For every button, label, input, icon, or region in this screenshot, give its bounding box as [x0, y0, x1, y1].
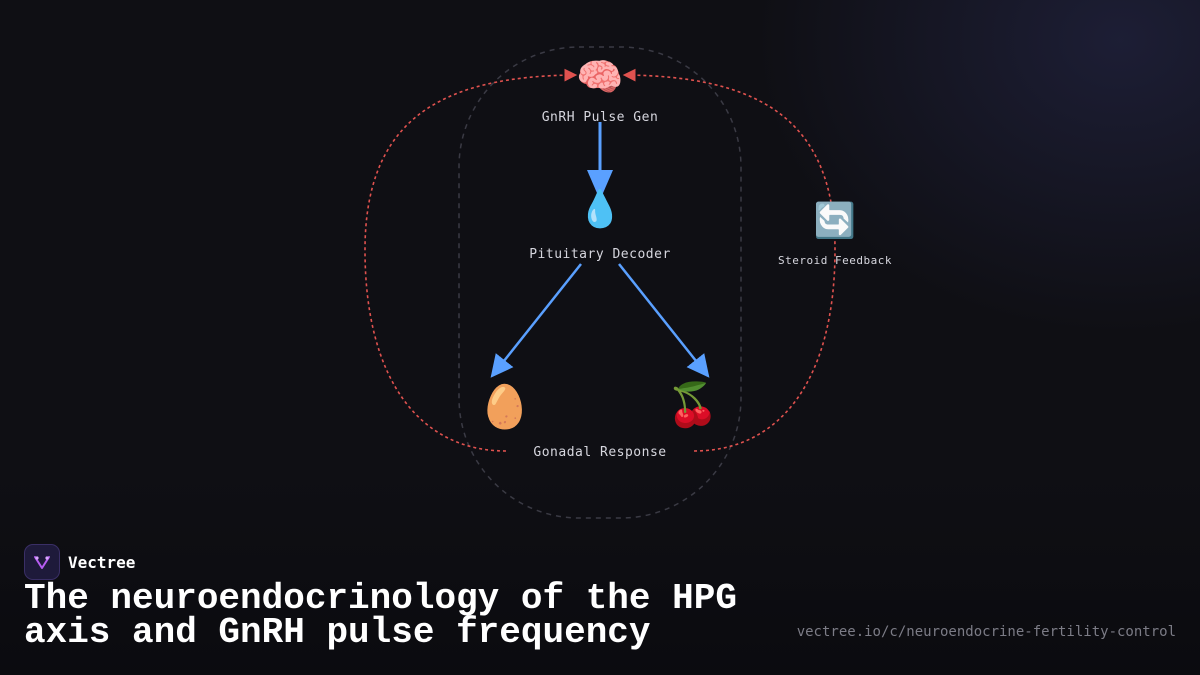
vectree-logo-icon [24, 544, 60, 580]
brand-name: Vectree [68, 552, 136, 572]
cherries-icon: 🍒 [666, 380, 720, 429]
refresh-icon: 🔄 [813, 201, 857, 241]
brand: Vectree [24, 544, 135, 580]
pituitary-to-ovary-arrow [490, 263, 582, 378]
page-title: The neuroendocrinology of the HPG axis a… [24, 578, 737, 653]
egg-icon: 🥚 [478, 382, 532, 431]
feedback-loop-left [364, 68, 578, 452]
gnrh-arrowhead [587, 170, 613, 200]
feedback-loop-right [622, 68, 836, 452]
feedback-node-label: Steroid Feedback [778, 254, 892, 267]
pituitary-node-label: Pituitary Decoder [529, 247, 671, 262]
pituitary-to-testes-arrow [618, 263, 710, 378]
axis-outline [458, 46, 742, 519]
droplet-icon: 💧 [577, 189, 623, 230]
gnrh-node-label: GnRH Pulse Gen [541, 110, 659, 125]
source-url[interactable]: vectree.io/c/neuroendocrine-fertility-co… [796, 624, 1176, 640]
brain-icon: 🧠 [576, 55, 624, 99]
gonadal-node-label: Gonadal Response [533, 445, 667, 460]
